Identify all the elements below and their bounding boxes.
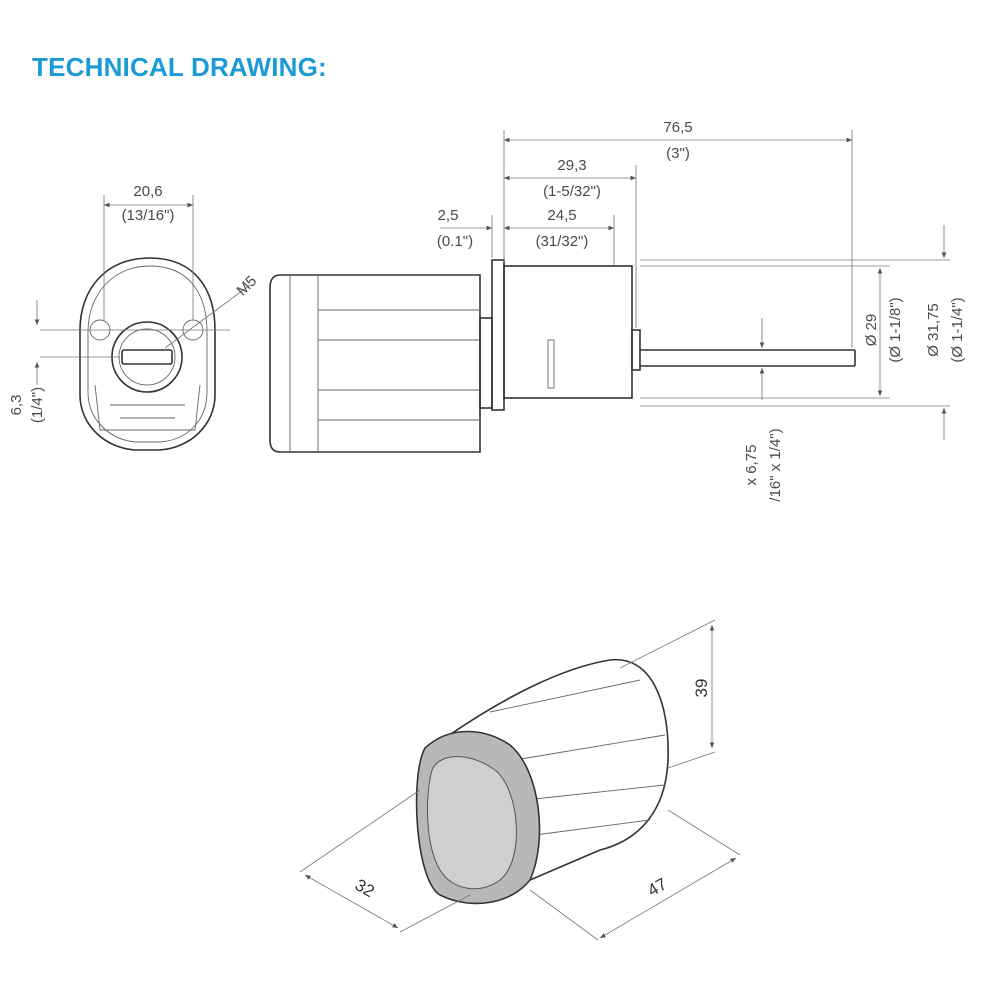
thread-label: M5 (234, 273, 261, 300)
side-view (269, 130, 950, 453)
cam-mm: x 6,75 (743, 445, 760, 486)
diameter-inner-in: (Ø 1-1/8") (887, 297, 904, 362)
iso-depth: 32 (352, 875, 378, 901)
page-title: TECHNICAL DRAWING: (32, 52, 327, 82)
diameter-outer: Ø 31,75 (925, 303, 942, 356)
iso-length: 47 (644, 874, 670, 900)
front-width-in: (13/16") (122, 207, 175, 224)
total-length-mm: 76,5 (663, 119, 692, 136)
diameter-outer-in: (Ø 1-1/4") (949, 297, 966, 362)
cam-in: /16" x 1/4") (767, 428, 784, 501)
body-length-in: (1-5/32") (543, 183, 601, 200)
flange-in: (0.1") (437, 233, 473, 250)
iso-height: 39 (692, 679, 711, 698)
inner-length-mm: 24,5 (547, 207, 576, 224)
isometric-view (299, 619, 741, 941)
body-length-mm: 29,3 (557, 157, 586, 174)
front-view (34, 195, 251, 451)
total-length-in: (3") (666, 145, 690, 162)
inner-length-in: (31/32") (536, 233, 589, 250)
diameter-inner: Ø 29 (863, 314, 880, 347)
offset-mm: 6,3 (8, 395, 25, 416)
offset-in: (1/4") (29, 387, 46, 423)
flange-mm: 2,5 (438, 207, 459, 224)
front-width-mm: 20,6 (133, 183, 162, 200)
